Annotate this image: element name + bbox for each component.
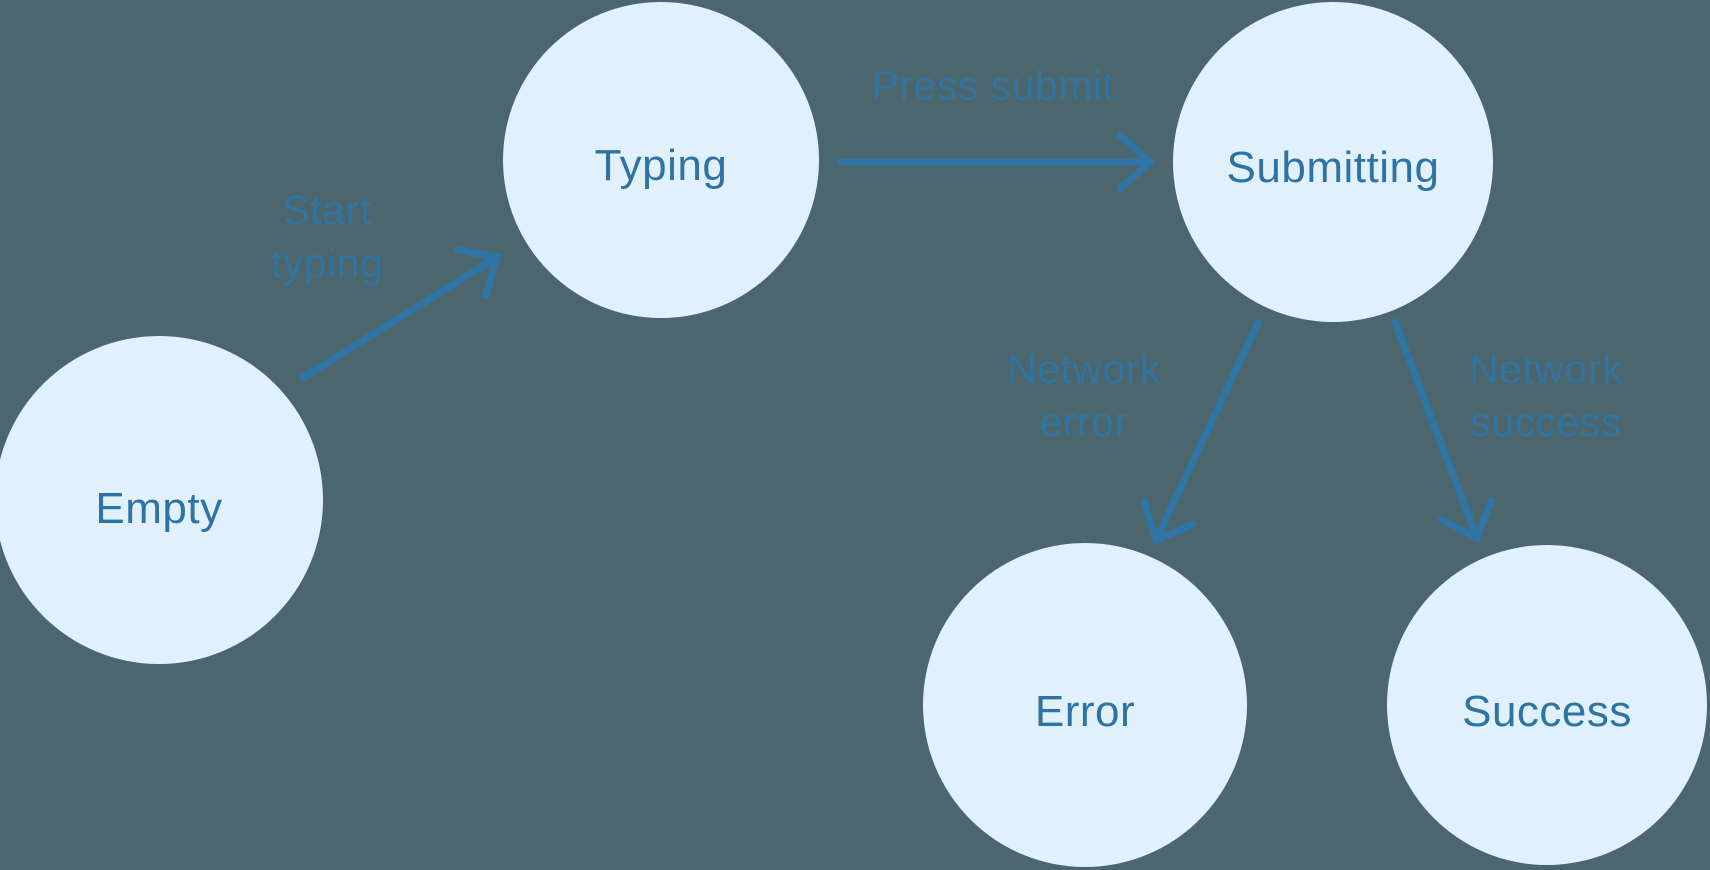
transition-label-start-typing: Start typing (271, 184, 383, 290)
state-label-empty: Empty (95, 484, 223, 533)
transition-label-press-submit: Press submit (872, 60, 1115, 113)
state-node-submitting: Submitting (1173, 2, 1493, 322)
arrowhead-icon (454, 246, 502, 299)
transition-arrow-press-submit (836, 131, 1156, 193)
arrowhead-icon (1437, 497, 1495, 543)
arrow-shaft (1391, 318, 1481, 542)
transition-label-line: typing (270, 240, 384, 286)
transition-label-network-success: Network success (1469, 343, 1623, 449)
transition-label-line: Network (1007, 346, 1161, 392)
arrowhead-icon (1116, 131, 1156, 193)
state-node-empty: Empty (0, 336, 323, 664)
state-label-success: Success (1462, 687, 1632, 736)
transition-label-line: error (1039, 399, 1129, 445)
state-node-typing: Typing (503, 2, 819, 318)
transition-label-line: success (1470, 399, 1622, 445)
transition-arrow-network-error (1140, 319, 1262, 545)
arrow-shaft (1152, 319, 1262, 544)
state-node-error: Error (923, 543, 1247, 867)
state-label-submitting: Submitting (1226, 143, 1440, 192)
arrowhead-icon (1140, 498, 1197, 545)
state-node-success: Success (1387, 545, 1707, 865)
state-label-typing: Typing (594, 141, 728, 190)
state-label-error: Error (1034, 687, 1136, 736)
transition-label-line: Start (282, 187, 372, 233)
transition-label-line: Network (1469, 346, 1623, 392)
transition-label-line: Press submit (871, 62, 1115, 109)
transition-label-network-error: Network error (1007, 343, 1161, 449)
